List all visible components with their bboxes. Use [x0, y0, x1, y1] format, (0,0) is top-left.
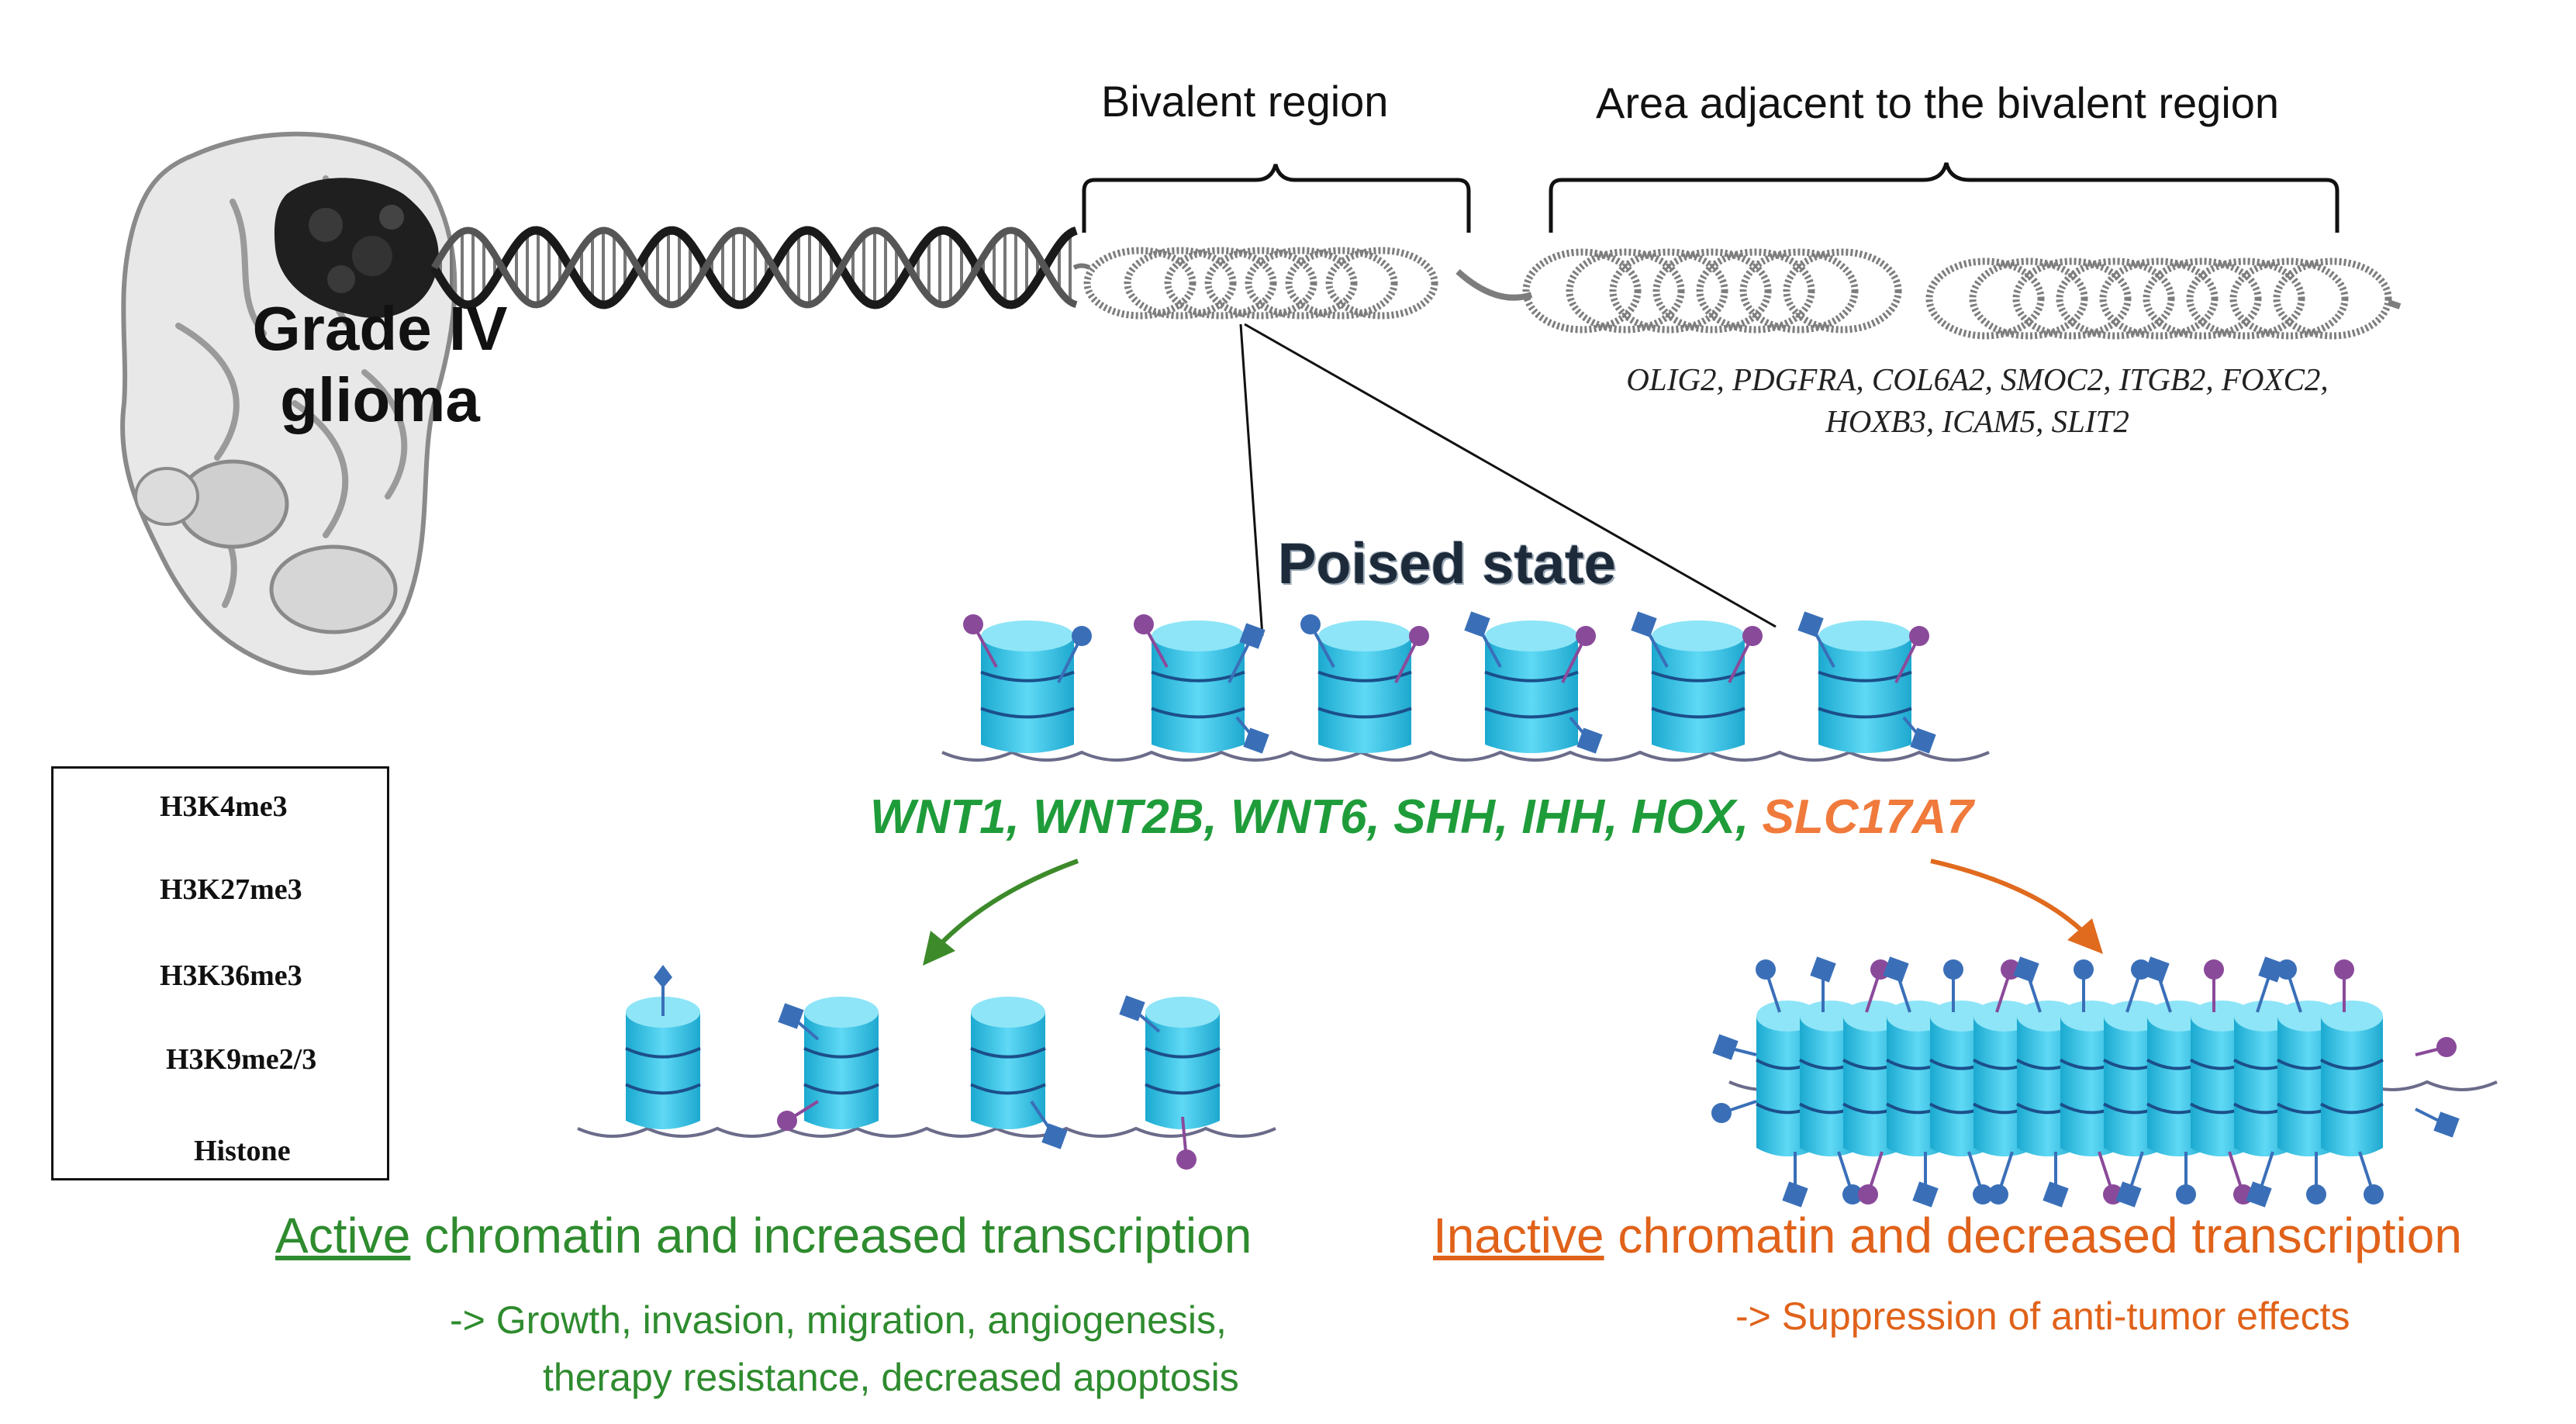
active-arrow: [940, 859, 1079, 945]
inactive-gene-names: SLC17A7: [1762, 790, 1973, 844]
nucleosome: [1484, 620, 1579, 753]
inactive-outcome-effects: -> Suppression of anti-tumor effects: [1735, 1287, 2350, 1345]
poised-gene-list: WNT1, WNT2B, WNT6, SHH, IHH, HOX, SLC17A…: [870, 790, 1973, 845]
nucleosome: [2320, 1001, 2384, 1156]
nucleosome: [1317, 620, 1412, 753]
active-keyword: Active: [275, 1208, 411, 1263]
legend-label-h3k27me3: H3K27me3: [160, 873, 302, 906]
bivalent-region-brace: [1082, 164, 1471, 233]
legend-label-h3k9me2-3: H3K9me2/3: [166, 1043, 317, 1076]
zoom-line-right: [1244, 323, 1777, 628]
active-outcome-effects: -> Growth, invasion, migration, angiogen…: [450, 1291, 1239, 1406]
inactive-arrow: [1930, 859, 2084, 933]
active-title-rest: chromatin and increased transcription: [410, 1208, 1252, 1263]
active-effects-line1: -> Growth, invasion, migration, angiogen…: [450, 1298, 1227, 1342]
legend-label-h3k4me3: H3K4me3: [160, 790, 288, 823]
tumor-icon: [274, 178, 439, 318]
nucleosome: [625, 997, 701, 1129]
inactive-effects-line1: -> Suppression of anti-tumor effects: [1735, 1294, 2350, 1338]
nucleosome: [1651, 620, 1746, 753]
active-outcome-title: Active chromatin and increased transcrip…: [275, 1207, 1252, 1264]
bivalent-region-label: Bivalent region: [1101, 77, 1389, 126]
inactive-outcome-title: Inactive chromatin and decreased transcr…: [1433, 1207, 2462, 1264]
legend-label-histone: Histone: [194, 1135, 291, 1167]
inactive-keyword: Inactive: [1433, 1208, 1604, 1263]
nucleosome: [970, 997, 1046, 1129]
nucleosome: [1818, 620, 1912, 753]
dna-helix: [430, 226, 1078, 309]
inactive-arrow-head: [2067, 918, 2103, 954]
poised-state-title: Poised state: [1278, 531, 1616, 596]
inactive-nucleosome-row: [1711, 956, 2498, 1208]
legend: [51, 766, 389, 1180]
active-nucleosome-row: [577, 965, 1276, 1170]
poised-nucleosome-row: [941, 611, 1990, 762]
nucleosome: [980, 620, 1075, 753]
legend-label-h3k36me3: H3K36me3: [160, 959, 302, 992]
glioma-label-line2: glioma: [280, 365, 480, 434]
active-effects-line2: therapy resistance, decreased apoptosis: [543, 1356, 1239, 1399]
glioma-label-line1: Grade IV: [252, 294, 508, 363]
active-arrow-head: [923, 931, 955, 966]
adjacent-region-label: Area adjacent to the bivalent region: [1596, 78, 2280, 127]
active-gene-names: WNT1, WNT2B, WNT6, SHH, IHH, HOX,: [870, 790, 1749, 844]
adjacent-gene-list: OLIG2, PDGFRA, COL6A2, SMOC2, ITGB2, FOX…: [1520, 358, 2435, 442]
glioma-label: Grade IV glioma: [225, 293, 535, 436]
adjacent-gene-line1: OLIG2, PDGFRA, COL6A2, SMOC2, ITGB2, FOX…: [1626, 361, 2329, 397]
zoom-line-left: [1239, 323, 1264, 637]
adjacent-gene-line2: HOXB3, ICAM5, SLIT2: [1825, 403, 2129, 439]
inactive-title-rest: chromatin and decreased transcription: [1604, 1208, 2462, 1263]
nucleosome: [803, 997, 879, 1129]
chromatin-fiber: [1072, 247, 2402, 340]
adjacent-region-brace: [1549, 162, 2339, 233]
nucleosome: [1151, 620, 1245, 753]
nucleosome: [1145, 997, 1221, 1129]
